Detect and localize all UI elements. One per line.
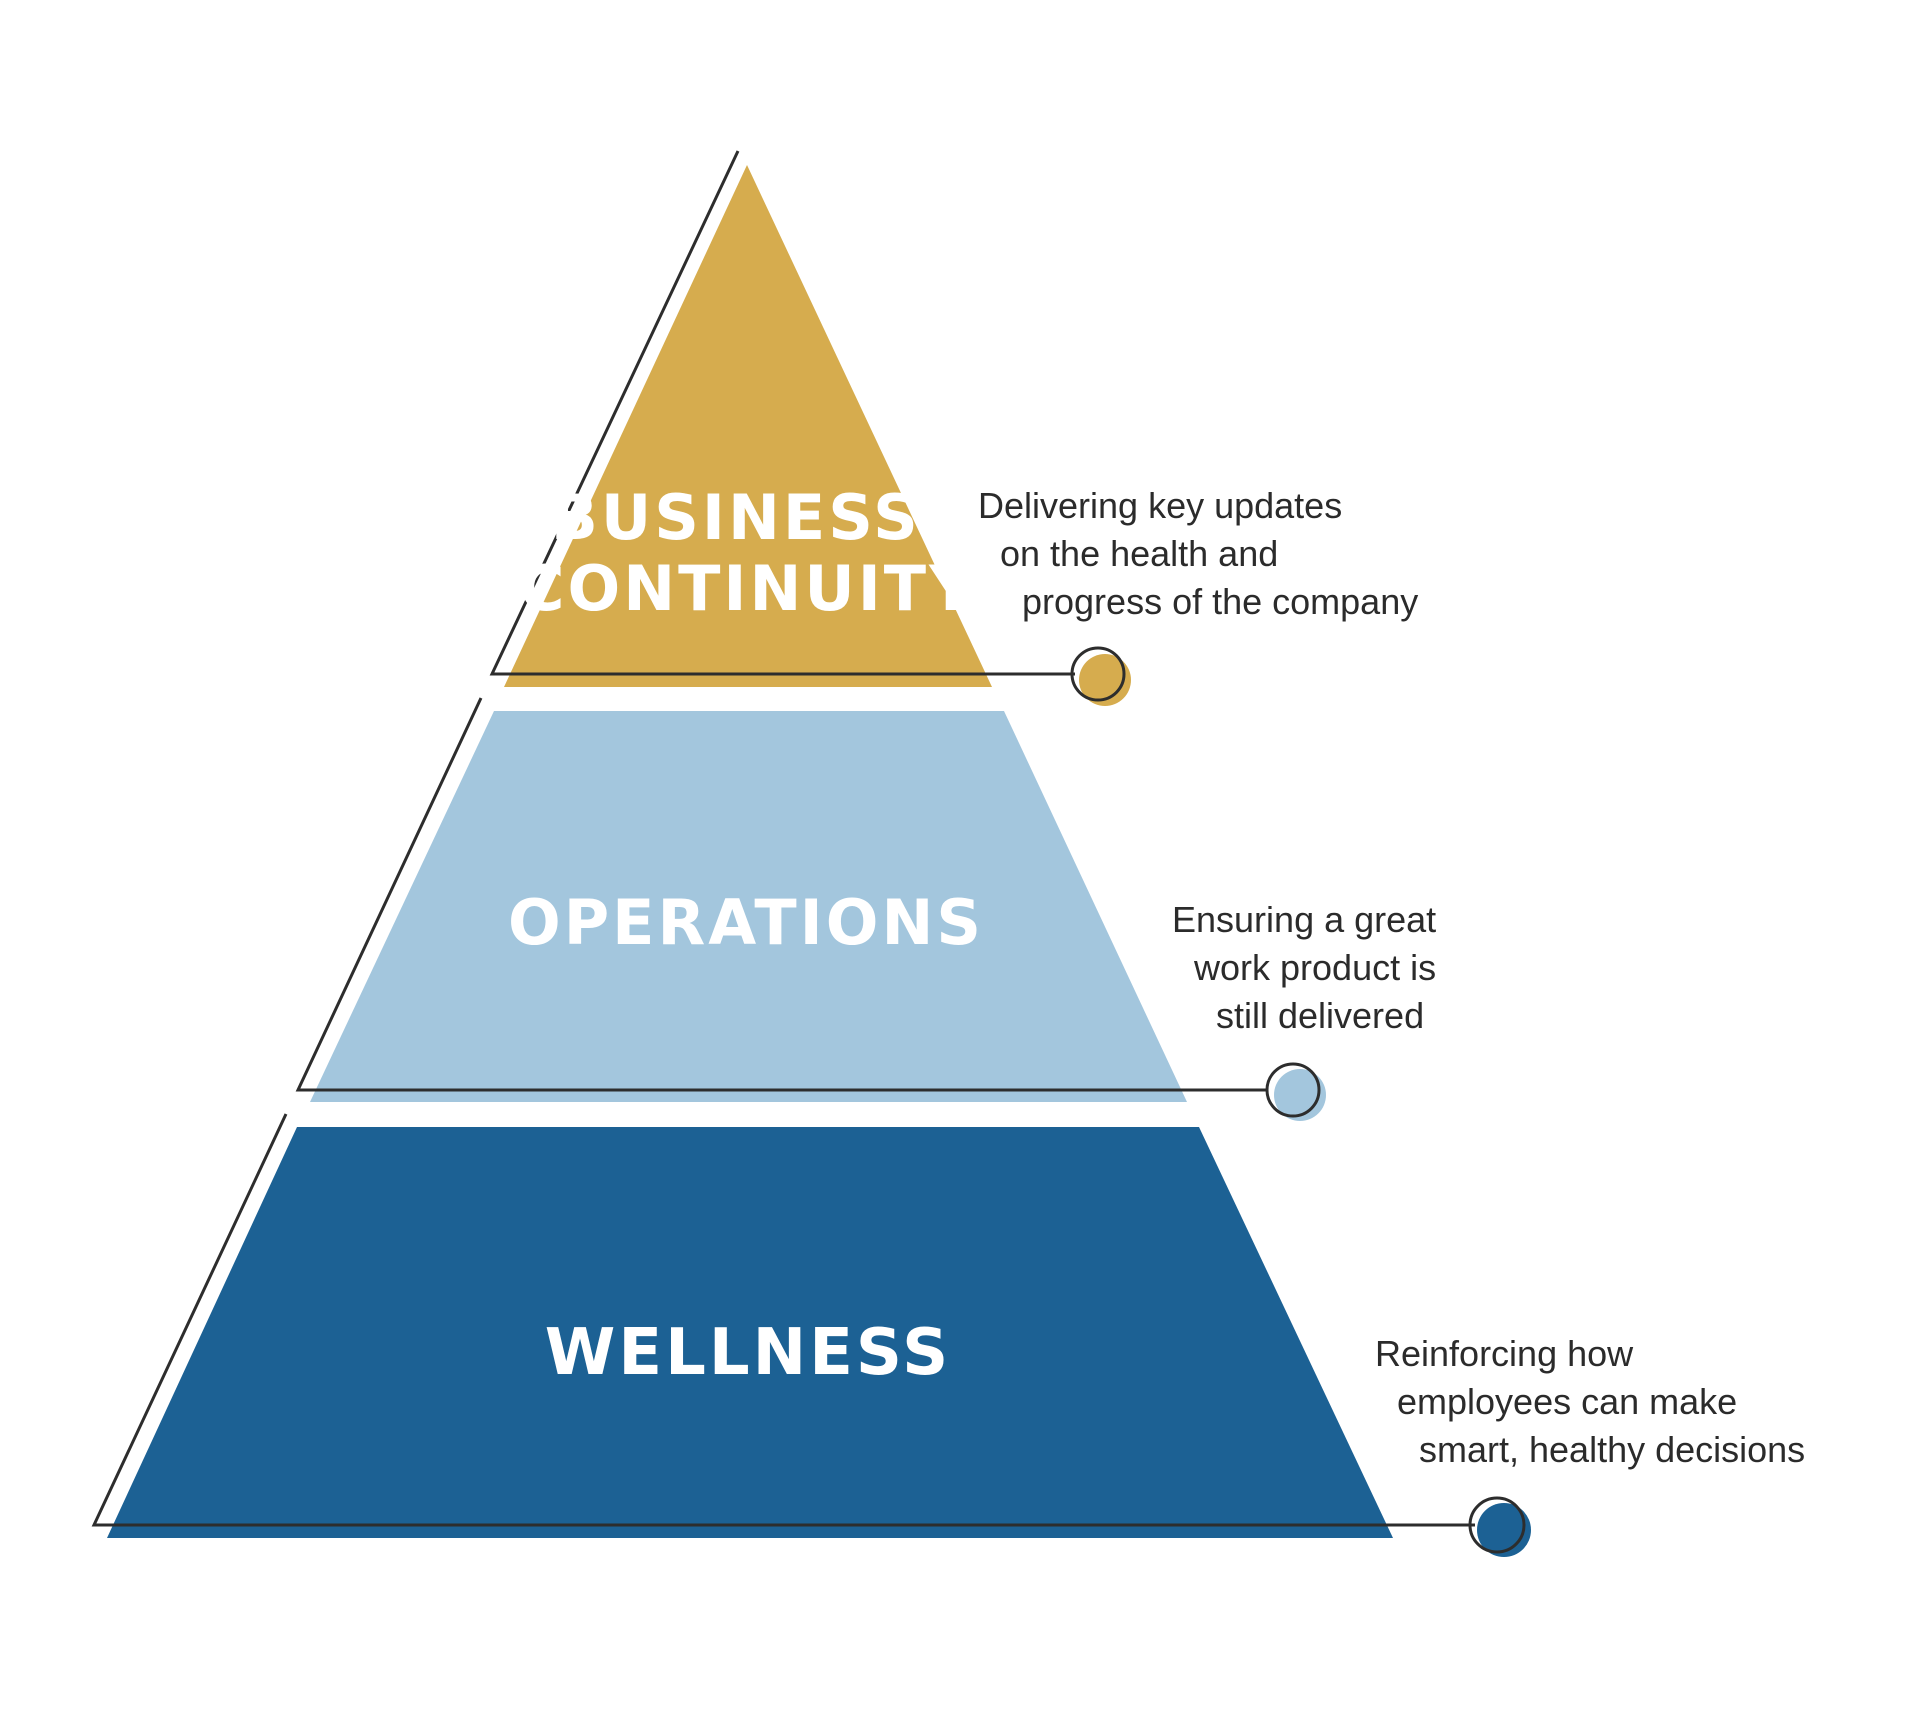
tier-wellness-description: Reinforcing how employees can make smart… xyxy=(1375,1333,1805,1470)
tier-wellness-outline xyxy=(91,1113,1475,1527)
tier-wellness-description-line-2: employees can make xyxy=(1397,1381,1737,1422)
tier-business-continuity-label-line-1: BUSINESS xyxy=(551,481,921,554)
tier-operations-description-line-3: still delivered xyxy=(1216,995,1424,1036)
tier-wellness-label: WELLNESS xyxy=(545,1316,951,1390)
tier-operations-description-line-2: work product is xyxy=(1193,947,1436,988)
tier-business-continuity-description: Delivering key updates on the health and… xyxy=(978,485,1418,622)
tier-operations-marker-ring xyxy=(1265,1062,1321,1118)
tier-wellness-description-line-3: smart, healthy decisions xyxy=(1419,1429,1805,1470)
tier-operations-outline xyxy=(295,697,1268,1092)
tier-business-continuity-outline xyxy=(489,150,1075,676)
tier-business-continuity-description-line-2: on the health and xyxy=(1000,533,1278,574)
tier-operations-label: OPERATIONS xyxy=(508,886,984,959)
tier-business-continuity: BUSINESS CONTINUITY Delivering key updat… xyxy=(489,150,1418,706)
tier-operations-description-line-1: Ensuring a great xyxy=(1172,899,1436,940)
tier-business-continuity-marker-ring xyxy=(1070,646,1126,702)
tier-operations: OPERATIONS Ensuring a great work product… xyxy=(295,697,1446,1121)
tier-wellness: WELLNESS Reinforcing how employees can m… xyxy=(91,1113,1805,1557)
tier-business-continuity-description-line-3: progress of the company xyxy=(1022,581,1418,622)
tier-business-continuity-label-line-2: CONTINUITY xyxy=(519,552,977,625)
tier-business-continuity-shape xyxy=(504,165,992,687)
tier-operations-description: Ensuring a great work product is still d… xyxy=(1172,899,1446,1036)
tier-operations-label-line-1: OPERATIONS xyxy=(508,886,984,959)
tier-wellness-marker-ring xyxy=(1468,1496,1526,1554)
tier-wellness-shape xyxy=(107,1127,1393,1538)
tier-wellness-label-line-1: WELLNESS xyxy=(545,1316,951,1390)
tier-business-continuity-label: BUSINESS CONTINUITY xyxy=(519,481,977,625)
tier-operations-shape xyxy=(310,711,1187,1102)
tier-business-continuity-description-line-1: Delivering key updates xyxy=(978,485,1342,526)
tier-business-continuity-marker-dot xyxy=(1079,654,1131,706)
tier-wellness-description-line-1: Reinforcing how xyxy=(1375,1333,1634,1374)
